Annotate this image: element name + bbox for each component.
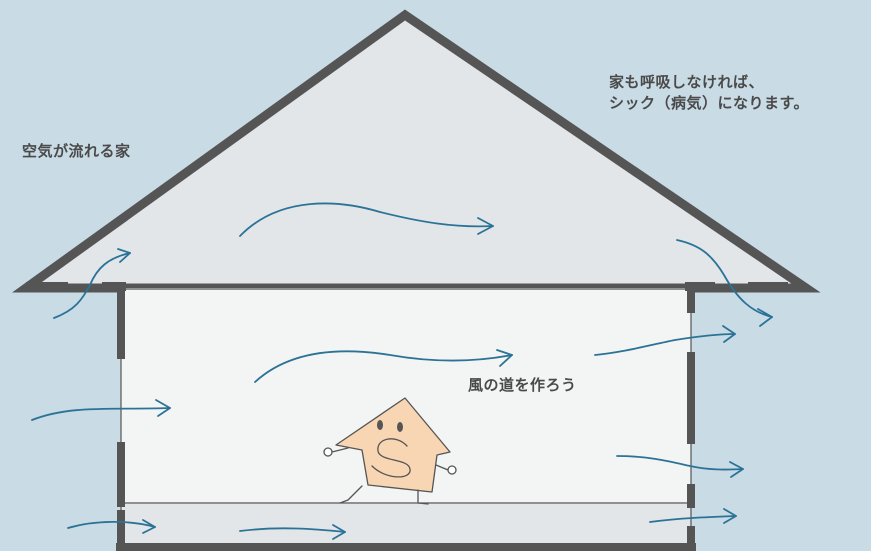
- right-wall-segment-mid: [687, 352, 695, 444]
- mascot-right-eye: [397, 422, 403, 432]
- airflow-arrow-attic-left-entry: [53, 248, 131, 319]
- foundation: [116, 543, 696, 551]
- mascot-left-hand: [323, 447, 333, 457]
- left-wall-segment-top: [117, 285, 125, 359]
- mascot-right-hand: [447, 465, 457, 475]
- airflow-arrow-attic-center: [239, 202, 494, 237]
- airflow-arrow-room-center: [254, 349, 513, 383]
- mascot-left-eye: [377, 420, 383, 430]
- airflow-arrow-floor-center: [239, 524, 346, 540]
- left-eave-block: [102, 282, 126, 291]
- right-wall-segment-bottom: [687, 526, 695, 546]
- mascot-left-leg: [339, 485, 363, 504]
- right-wall-segment-lower: [687, 484, 695, 508]
- right-eave-block: [685, 282, 715, 291]
- airflow-arrow-attic-right-exit: [676, 239, 773, 327]
- house-mascot: [323, 397, 457, 505]
- mascot-left-arm: [331, 447, 349, 453]
- left-wall-segment-mid: [117, 442, 125, 507]
- right-wall-segment-top: [687, 285, 695, 313]
- airflow-arrow-room-left: [31, 399, 171, 421]
- airflow-arrows: [31, 202, 773, 540]
- mascot-body: [335, 397, 451, 493]
- mascot-mouth: [371, 438, 411, 478]
- airflow-arrow-room-right-upper: [594, 325, 736, 356]
- airflow-arrow-floor-right: [649, 508, 737, 524]
- right-eave-block-outer: [748, 282, 788, 291]
- breathing-note: 家も呼吸しなければ、 シック（病気）になります。: [609, 72, 809, 114]
- mascot-right-leg: [417, 489, 429, 505]
- airflow-arrow-floor-left: [67, 519, 156, 534]
- left-eave-block-outer: [26, 282, 68, 291]
- roof: [12, 9, 821, 293]
- underfloor: [121, 504, 691, 544]
- flowing-house-label: 空気が流れる家: [22, 142, 131, 160]
- left-wall-segment-bottom: [117, 510, 125, 545]
- breathing-note-line-2: シック（病気）になります。: [609, 94, 810, 112]
- mascot-right-arm: [435, 464, 449, 471]
- wind-path-label: 風の道を作ろう: [468, 376, 577, 394]
- airflow-arrow-room-right-lower: [616, 455, 744, 478]
- breathing-note-line-1: 家も呼吸しなければ、: [609, 73, 765, 91]
